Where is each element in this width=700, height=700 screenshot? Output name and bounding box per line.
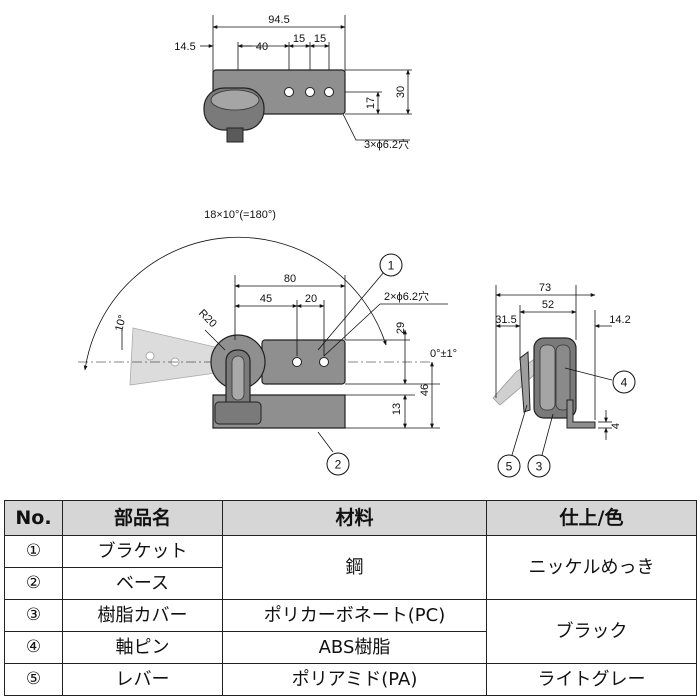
dim-46: 46: [419, 384, 431, 396]
hole-note-front: 2×ϕ6.2穴: [384, 289, 429, 303]
svg-text:2: 2: [335, 458, 342, 472]
row-material: ポリアミド(PA): [222, 663, 487, 696]
dim-13: 13: [391, 403, 403, 415]
svg-text:5: 5: [506, 460, 513, 474]
angle-10-label: 10°: [113, 314, 129, 333]
dim-30: 30: [395, 86, 407, 98]
dim-52: 52: [542, 299, 554, 311]
dim-94-5: 94.5: [268, 14, 289, 26]
angle-0-label: 0°±1°: [430, 348, 457, 360]
header-part-name: 部品名: [62, 500, 223, 536]
dim-80: 80: [284, 273, 296, 285]
radius-label: R20: [196, 307, 219, 330]
row-finish: ニッケルめっき: [486, 535, 697, 600]
side-view: 73 52 31.5 14.2 4 4 5 3: [492, 282, 636, 478]
dim-40: 40: [256, 41, 268, 53]
row-no: ③: [4, 599, 63, 632]
row-material: 鋼: [222, 535, 487, 600]
table-row: ② ベース: [4, 567, 697, 600]
callout-2: 2: [326, 452, 350, 476]
dim-17: 17: [365, 97, 377, 109]
dim-14-5: 14.5: [174, 41, 195, 53]
dim-20: 20: [305, 293, 317, 305]
dim-29: 29: [395, 322, 407, 334]
hole-note-top: 3×ϕ6.2穴: [364, 137, 409, 151]
dim-15-b: 15: [314, 33, 326, 45]
svg-text:1: 1: [388, 259, 395, 273]
parts-table: No. 部品名 材料 仕上/色 ① ブラケット 鋼 ニッケルめっき ② ベース …: [4, 500, 697, 696]
rotation-label: 18×10°(=180°): [204, 209, 276, 221]
table-row: ⑤ レバー ポリアミド(PA) ライトグレー: [4, 663, 697, 696]
callout-5: 5: [497, 454, 521, 478]
row-no: ①: [4, 535, 63, 568]
row-part-name: レバー: [62, 663, 223, 696]
row-part-name: ベース: [62, 567, 223, 600]
dim-73: 73: [539, 282, 551, 294]
callout-1: 1: [379, 253, 403, 277]
row-part-name: ブラケット: [62, 535, 223, 568]
dim-31-5: 31.5: [495, 314, 516, 326]
front-view: 18×10°(=180°) 10°: [78, 209, 457, 476]
row-part-name: 軸ピン: [62, 631, 223, 664]
table-row: ③ 樹脂カバー ポリカーボネート(PC) ブラック: [4, 599, 697, 664]
callout-3: 3: [527, 454, 551, 478]
table-header-row: No. 部品名 材料 仕上/色: [4, 500, 697, 536]
row-no: ⑤: [4, 663, 63, 696]
row-material: ポリカーボネート(PC): [222, 599, 487, 632]
svg-text:3: 3: [536, 460, 543, 474]
technical-drawing: 94.5 14.5 40 15 15 17 30 3×ϕ6.2穴 18×10°(…: [78, 14, 636, 478]
dim-4: 4: [610, 423, 622, 429]
row-finish: ブラック: [486, 599, 697, 664]
callout-4: 4: [612, 370, 636, 394]
table-row: ① ブラケット 鋼 ニッケルめっき: [4, 535, 697, 600]
row-part-name: 樹脂カバー: [62, 599, 223, 632]
dim-14-2: 14.2: [609, 314, 630, 326]
dim-15-a: 15: [293, 33, 305, 45]
dim-45: 45: [260, 293, 272, 305]
header-finish: 仕上/色: [486, 500, 697, 536]
row-no: ②: [4, 567, 63, 600]
row-finish: ライトグレー: [486, 663, 697, 696]
top-view: 94.5 14.5 40 15 15 17 30 3×ϕ6.2穴: [174, 14, 412, 151]
header-no: No.: [4, 500, 63, 536]
svg-text:4: 4: [621, 376, 628, 390]
row-material: ABS樹脂: [222, 631, 487, 664]
row-no: ④: [4, 631, 63, 664]
table-row: ④ 軸ピン ABS樹脂: [4, 631, 697, 664]
header-material: 材料: [222, 500, 487, 536]
